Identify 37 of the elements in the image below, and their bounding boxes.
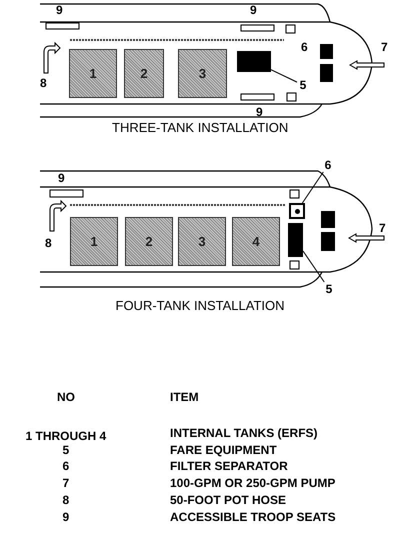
table-cell: INTERNAL TANKS (ERFS): [170, 426, 318, 440]
callout-number: 5: [297, 78, 309, 92]
leader-line: [302, 172, 324, 204]
table-cell: 8: [62, 493, 70, 507]
leader-line: [302, 250, 325, 282]
table-cell: 1 THROUGH 4: [26, 429, 106, 443]
tank-box: 1: [69, 49, 117, 98]
leader-line: [270, 69, 298, 83]
callout-number: 8: [45, 236, 52, 250]
equipment-block: [288, 223, 303, 257]
callout-number: 6: [301, 40, 308, 54]
equipment-block: [237, 51, 271, 72]
table-cell: ACCESSIBLE TROOP SEATS: [170, 510, 336, 524]
callout-number: 6: [322, 158, 334, 172]
table-cell: 6: [62, 459, 70, 473]
callout-number: 9: [58, 171, 65, 185]
column-header: NO: [57, 390, 75, 404]
callout-number: 9: [250, 3, 257, 17]
callout-number: 5: [323, 282, 335, 296]
table-cell: 100-GPM OR 250-GPM PUMP: [170, 476, 336, 490]
table-cell: FILTER SEPARATOR: [170, 459, 288, 473]
table-cell: 5: [62, 443, 70, 457]
tank-box: 3: [178, 49, 227, 98]
callout-number: 9: [56, 3, 63, 17]
table-cell: 50-FOOT POT HOSE: [170, 493, 286, 507]
callout-number: 9: [256, 105, 263, 119]
table-cell: 7: [62, 476, 70, 490]
table-cell: FARE EQUIPMENT: [170, 443, 277, 457]
callout-number: 8: [40, 76, 47, 90]
filter-box: [289, 203, 305, 219]
tank-box: 1: [70, 217, 118, 266]
column-header: ITEM: [170, 390, 199, 404]
callout-number: 7: [379, 221, 386, 235]
table-cell: 9: [62, 510, 70, 524]
caption: THREE-TANK INSTALLATION: [112, 121, 288, 135]
caption: FOUR-TANK INSTALLATION: [116, 299, 285, 313]
callout-number: 7: [381, 40, 388, 54]
